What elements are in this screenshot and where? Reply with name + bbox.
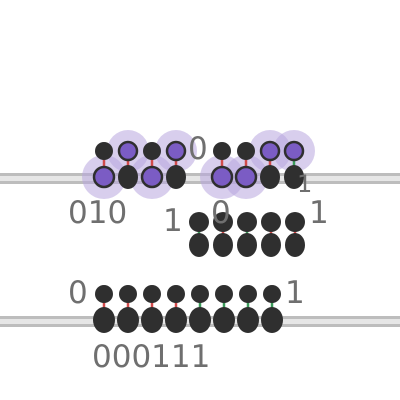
bead-top[interactable] xyxy=(237,212,257,232)
bead-pair[interactable] xyxy=(140,142,164,189)
bead-pair[interactable] xyxy=(210,142,234,189)
bead-bottom-purple[interactable] xyxy=(92,165,116,189)
bead-top-purple[interactable] xyxy=(283,140,305,162)
bead-pair[interactable] xyxy=(189,212,209,257)
bead-pair[interactable] xyxy=(234,142,258,189)
bead-top-purple[interactable] xyxy=(259,140,281,162)
bead-pair[interactable] xyxy=(285,212,305,257)
bead-top[interactable] xyxy=(119,285,137,303)
bead-top[interactable] xyxy=(237,142,255,160)
bead-pair[interactable] xyxy=(259,140,281,189)
bead-bottom[interactable] xyxy=(261,233,281,257)
label-top-left-bits: 010 xyxy=(68,195,127,231)
bead-top[interactable] xyxy=(285,212,305,232)
bead-pair[interactable] xyxy=(213,212,233,257)
bead-top[interactable] xyxy=(239,285,257,303)
label-bottom-zero: 0 xyxy=(68,275,88,311)
bead-bottom[interactable] xyxy=(166,165,186,189)
label-bottom-one: 1 xyxy=(285,275,305,311)
bead-bottom[interactable] xyxy=(189,233,209,257)
label-bottom-bits: 000111 xyxy=(92,339,210,375)
bead-bottom[interactable] xyxy=(93,307,115,333)
bead-pair[interactable] xyxy=(283,140,305,189)
bead-pair[interactable] xyxy=(237,212,257,257)
label-middle-one-right: 1 xyxy=(309,195,329,231)
bead-top[interactable] xyxy=(261,212,281,232)
bead-bottom[interactable] xyxy=(260,165,280,189)
bead-bottom[interactable] xyxy=(141,307,163,333)
bead-bottom[interactable] xyxy=(117,307,139,333)
bead-pair[interactable] xyxy=(117,285,139,333)
bead-top-purple[interactable] xyxy=(165,140,187,162)
bead-top[interactable] xyxy=(213,212,233,232)
bead-bottom[interactable] xyxy=(213,233,233,257)
bead-pair[interactable] xyxy=(237,285,259,333)
label-top-zero: 0 xyxy=(188,131,208,167)
bead-bottom[interactable] xyxy=(189,307,211,333)
bead-bottom[interactable] xyxy=(237,233,257,257)
bead-top[interactable] xyxy=(189,212,209,232)
bead-group-bottom[interactable] xyxy=(93,285,283,333)
bead-bottom[interactable] xyxy=(213,307,235,333)
bead-top[interactable] xyxy=(95,285,113,303)
bead-bottom[interactable] xyxy=(237,307,259,333)
bead-bottom[interactable] xyxy=(118,165,138,189)
bead-top[interactable] xyxy=(213,142,231,160)
bead-pair[interactable] xyxy=(261,285,283,333)
label-top-one-small: 1 xyxy=(297,170,312,198)
bead-top[interactable] xyxy=(263,285,281,303)
bead-top[interactable] xyxy=(143,142,161,160)
bead-pair[interactable] xyxy=(165,140,187,189)
bead-top-purple[interactable] xyxy=(117,140,139,162)
bead-bottom-purple[interactable] xyxy=(210,165,234,189)
rail-top xyxy=(0,173,400,184)
label-middle-zero: 0 xyxy=(211,195,231,231)
bead-pair[interactable] xyxy=(213,285,235,333)
bead-top[interactable] xyxy=(215,285,233,303)
bead-top[interactable] xyxy=(95,142,113,160)
bead-pair[interactable] xyxy=(92,142,116,189)
bead-top[interactable] xyxy=(143,285,161,303)
bead-pair[interactable] xyxy=(165,285,187,333)
bead-bottom[interactable] xyxy=(165,307,187,333)
bead-group-top-right[interactable] xyxy=(210,140,305,189)
bead-pair[interactable] xyxy=(261,212,281,257)
label-middle-one: 1 xyxy=(163,203,183,239)
bead-pair[interactable] xyxy=(189,285,211,333)
bead-top[interactable] xyxy=(191,285,209,303)
bead-bottom[interactable] xyxy=(261,307,283,333)
bead-group-middle-floating[interactable] xyxy=(189,212,305,257)
bead-pair[interactable] xyxy=(117,140,139,189)
bead-pair[interactable] xyxy=(93,285,115,333)
bead-group-top-left[interactable] xyxy=(92,140,187,189)
bead-bottom[interactable] xyxy=(285,233,305,257)
bead-bottom-purple[interactable] xyxy=(140,165,164,189)
bead-bottom[interactable] xyxy=(284,165,304,189)
bead-top[interactable] xyxy=(167,285,185,303)
bead-pair[interactable] xyxy=(141,285,163,333)
bead-bottom-purple[interactable] xyxy=(234,165,258,189)
